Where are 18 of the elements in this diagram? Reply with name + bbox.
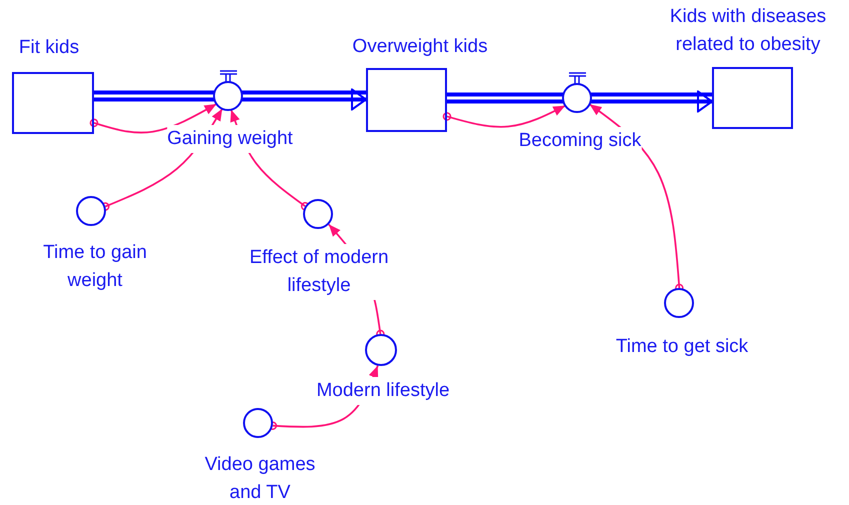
flow-valve: [562, 72, 592, 113]
auxiliary-variable-circle: [303, 199, 333, 229]
auxiliary-variable-circle: [664, 288, 694, 318]
flow-pipe: [92, 90, 216, 102]
stock-box: [366, 68, 447, 132]
stock-box: [712, 67, 793, 129]
stock-box: [12, 72, 94, 134]
flow-valve: [213, 70, 243, 111]
flow-pipe: [589, 90, 714, 112]
flow-pipe: [445, 92, 565, 104]
variable-label: Gaining weight: [167, 125, 293, 153]
link-arrow: [90, 103, 217, 134]
auxiliary-variable-circle: [365, 334, 397, 366]
link-arrow: [442, 104, 566, 128]
variable-label: Modern lifestyle: [316, 377, 450, 405]
auxiliary-variable-circle: [76, 196, 106, 226]
auxiliary-variable-circle: [243, 408, 273, 438]
flow-pipe: [240, 88, 368, 110]
